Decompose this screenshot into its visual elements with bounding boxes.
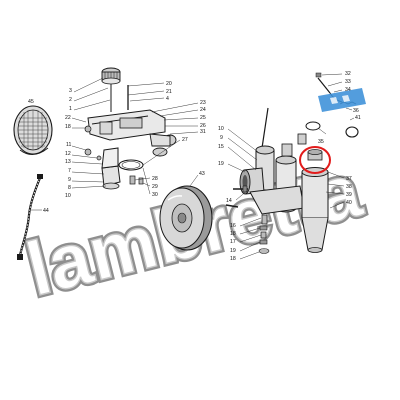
label-30: 30 bbox=[152, 192, 158, 198]
label-10: 10 bbox=[65, 193, 71, 199]
label-44: 44 bbox=[43, 208, 49, 214]
label-23: 23 bbox=[200, 100, 206, 106]
label-25: 25 bbox=[200, 115, 206, 121]
leader-lines-center bbox=[127, 82, 199, 195]
label-17: 17 bbox=[230, 239, 236, 245]
label-12: 12 bbox=[65, 151, 71, 157]
label-33: 33 bbox=[345, 79, 351, 85]
label-7: 7 bbox=[68, 168, 71, 174]
label-8: 8 bbox=[68, 185, 71, 191]
label-41: 41 bbox=[355, 115, 361, 121]
manifold-assembly-drawing bbox=[84, 67, 177, 190]
label-4: 4 bbox=[166, 96, 169, 102]
label-38: 38 bbox=[346, 184, 352, 190]
label-2: 2 bbox=[69, 97, 72, 103]
leader-lines-carb bbox=[227, 128, 262, 260]
label-27: 27 bbox=[182, 137, 188, 143]
label-19b: 19 bbox=[230, 248, 236, 254]
label-34: 34 bbox=[345, 87, 351, 93]
label-43: 43 bbox=[199, 171, 205, 177]
hose-drawing bbox=[17, 174, 43, 260]
label-3: 3 bbox=[69, 88, 72, 94]
label-28: 28 bbox=[152, 176, 158, 182]
label-1: 1 bbox=[69, 106, 72, 112]
label-29: 29 bbox=[152, 184, 158, 190]
label-26: 26 bbox=[200, 123, 206, 129]
label-19: 19 bbox=[218, 161, 224, 167]
label-15: 15 bbox=[218, 144, 224, 150]
leader-lines-left bbox=[71, 77, 111, 189]
labels-right-group: 32 33 34 36 41 35 37 38 39 40 bbox=[318, 71, 361, 206]
label-36: 36 bbox=[353, 108, 359, 114]
label-18b: 18 bbox=[230, 231, 236, 237]
highlight-circle bbox=[299, 146, 331, 174]
label-13: 13 bbox=[65, 159, 71, 165]
labels-carb-group: 10 9 15 19 14 16 18 17 19 18 bbox=[218, 126, 236, 262]
label-22: 22 bbox=[65, 115, 71, 121]
label-45: 45 bbox=[28, 99, 34, 105]
leader-lines-right bbox=[317, 73, 355, 209]
label-18c: 18 bbox=[230, 256, 236, 262]
label-35: 35 bbox=[318, 139, 324, 145]
label-21: 21 bbox=[166, 89, 172, 95]
label-9: 9 bbox=[68, 177, 71, 183]
labels-left-group: 3 2 1 22 18 11 12 13 7 9 8 10 bbox=[65, 88, 72, 199]
labels-center-group: 20 21 4 23 24 25 26 31 27 28 29 30 bbox=[152, 81, 206, 198]
label-39: 39 bbox=[346, 192, 352, 198]
label-11: 11 bbox=[66, 142, 71, 148]
label-16: 16 bbox=[230, 223, 236, 229]
label-31: 31 bbox=[200, 129, 206, 135]
label-20: 20 bbox=[166, 81, 172, 87]
label-9b: 9 bbox=[220, 135, 223, 141]
label-18: 18 bbox=[65, 124, 71, 130]
label-37: 37 bbox=[346, 176, 352, 182]
label-10b: 10 bbox=[218, 126, 224, 132]
label-14: 14 bbox=[226, 198, 232, 204]
label-40: 40 bbox=[346, 200, 352, 206]
corner-badge bbox=[318, 88, 366, 112]
label-32: 32 bbox=[345, 71, 351, 77]
filter-cover-drawing bbox=[159, 185, 213, 251]
air-filter-drawing bbox=[13, 105, 53, 155]
label-24: 24 bbox=[200, 107, 206, 113]
